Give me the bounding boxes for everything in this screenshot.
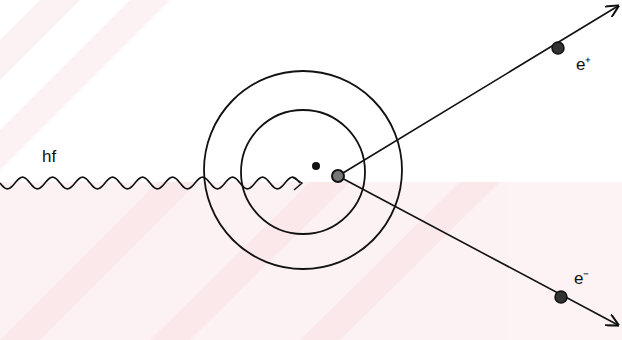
photon-energy-label: hf	[42, 148, 56, 167]
positron-track	[338, 6, 618, 176]
positron-label: e⁺	[576, 56, 591, 75]
photon-wave	[0, 177, 300, 189]
positron-dot	[552, 42, 564, 54]
electron-label: e⁻	[574, 270, 589, 289]
electron-dot	[555, 291, 567, 303]
electron-dot	[312, 162, 320, 170]
outer-shell	[204, 71, 402, 269]
inner-shell	[241, 110, 365, 234]
photon-head	[292, 177, 302, 190]
nucleus	[332, 170, 344, 182]
electron-track	[338, 176, 618, 325]
